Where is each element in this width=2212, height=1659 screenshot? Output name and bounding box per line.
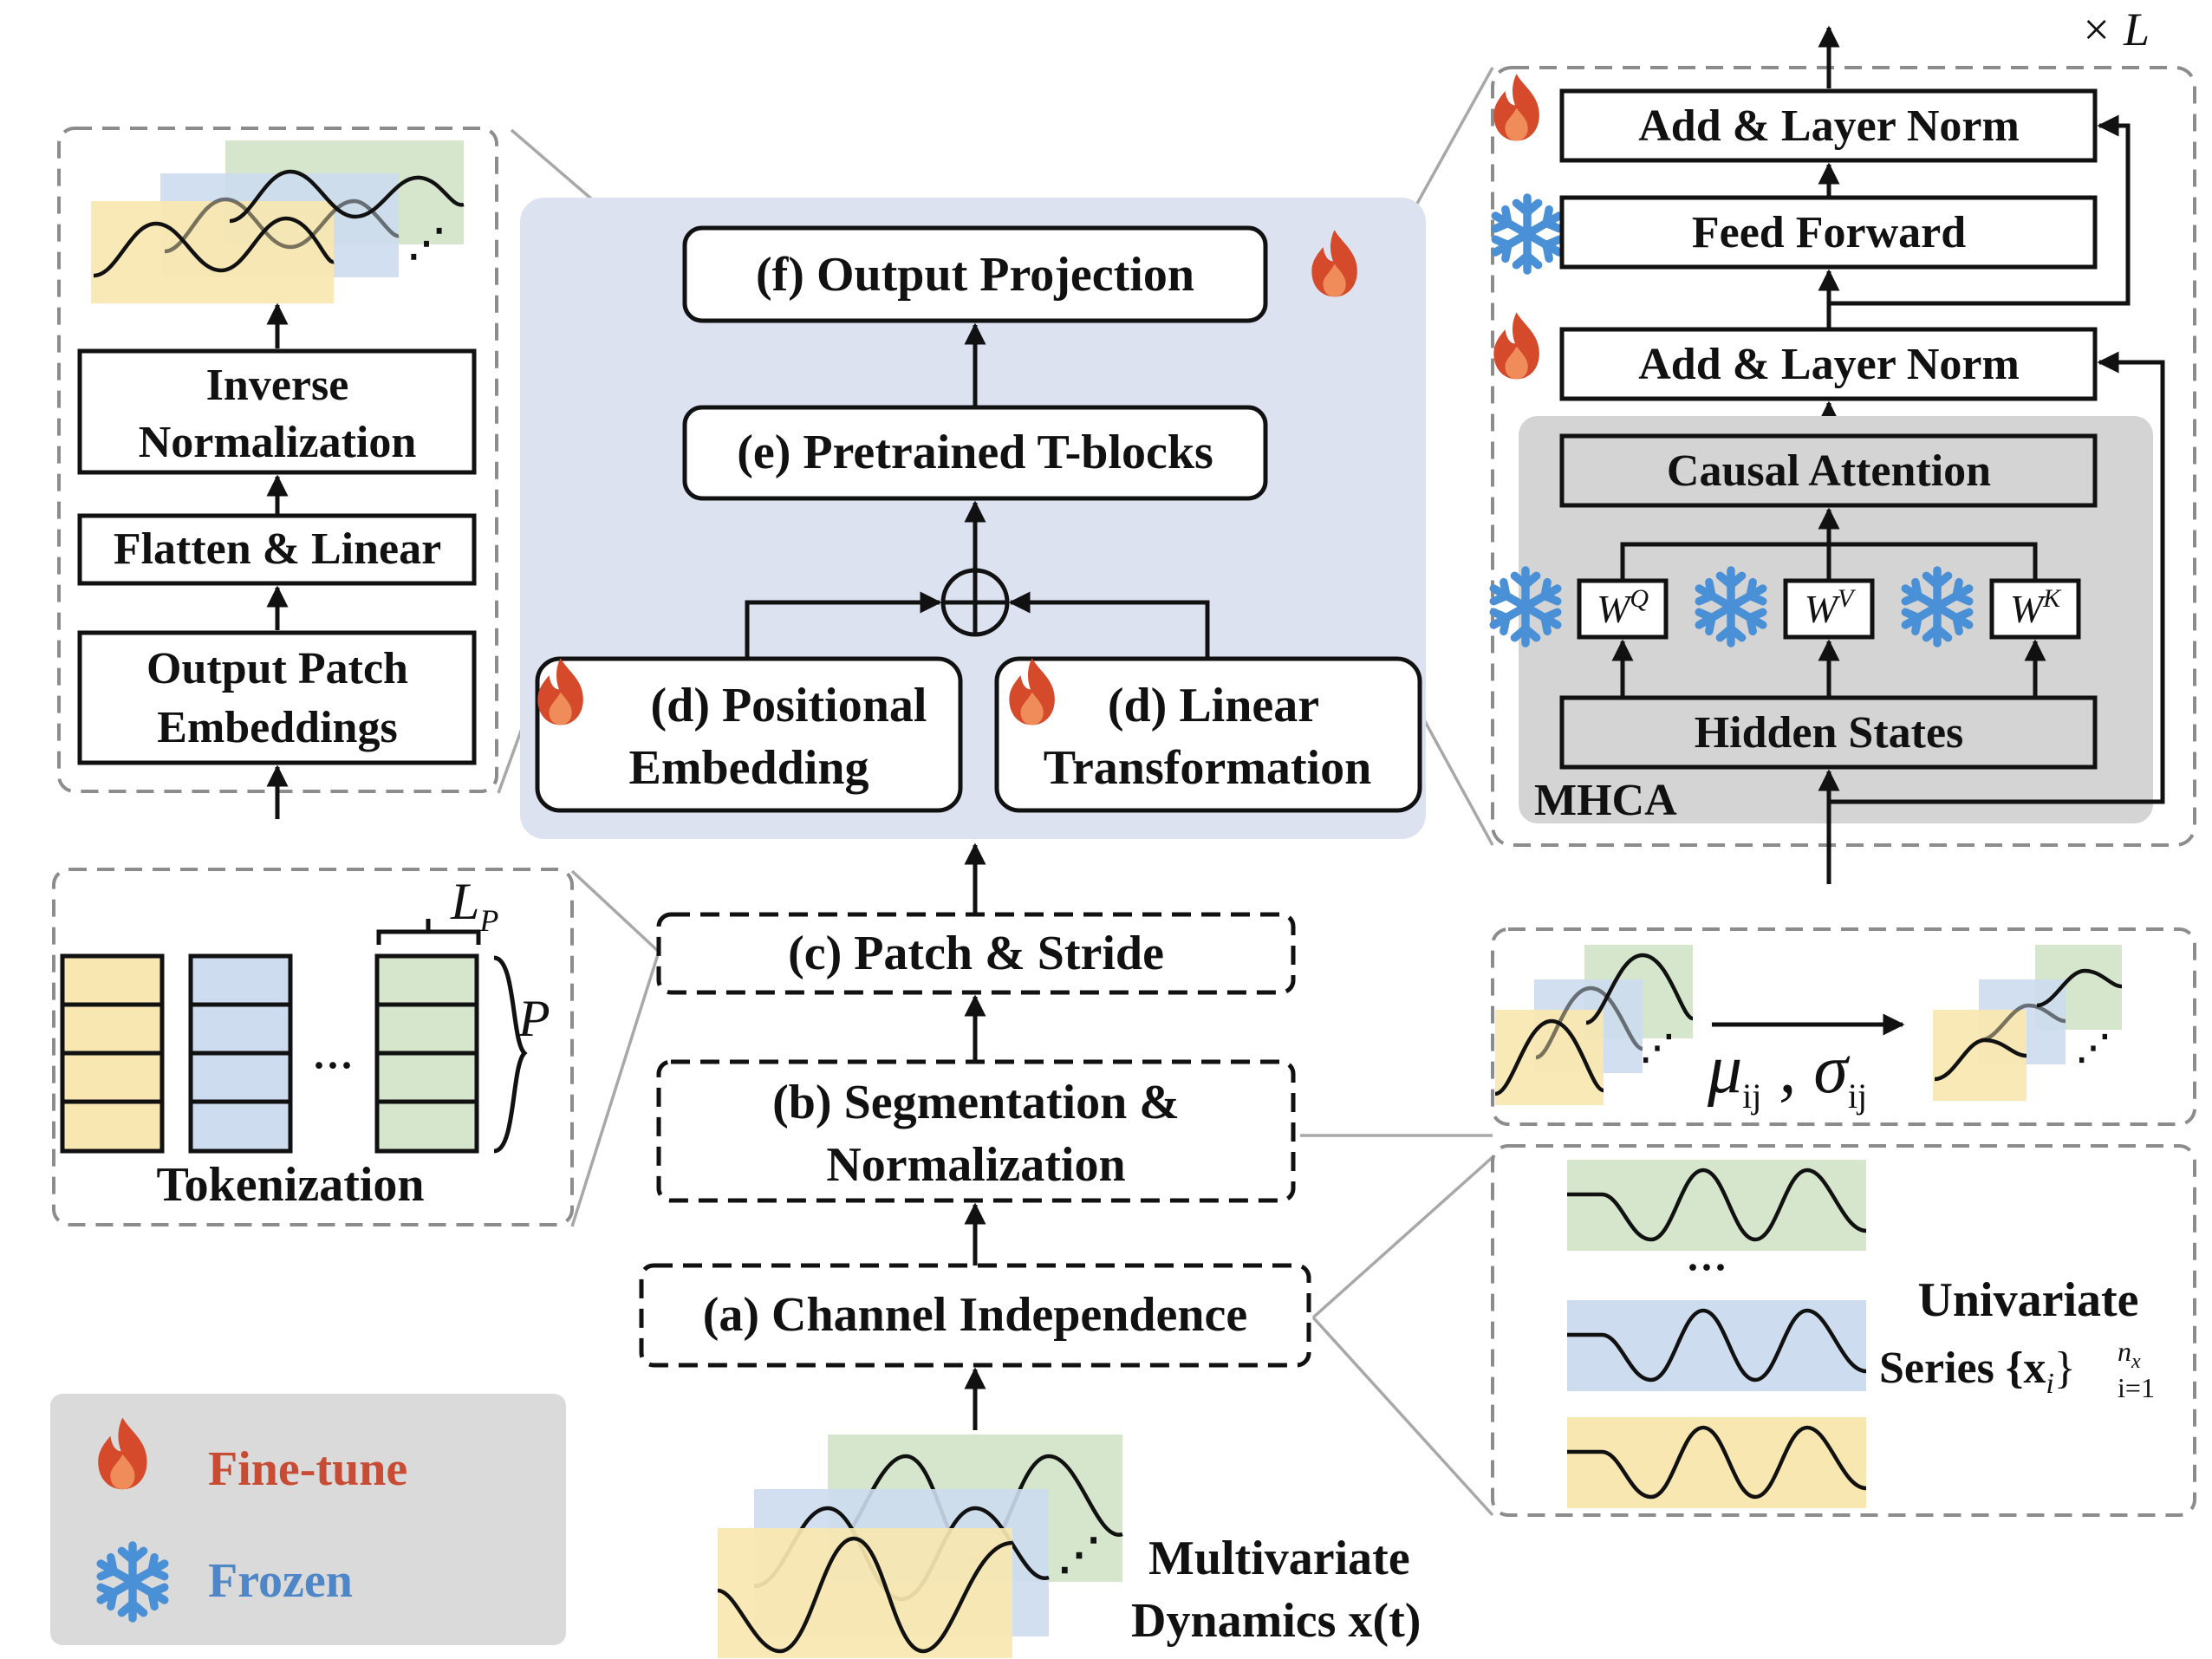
add-norm-bottom-block[interactable]: [1559, 327, 2098, 401]
token-green: [374, 953, 479, 1154]
linear-transformation-block[interactable]: [994, 656, 1422, 813]
output-patch-embeddings-label: Output Patch: [146, 644, 408, 693]
patch-stride-block[interactable]: [656, 912, 1296, 995]
output-projection-block[interactable]: [682, 225, 1268, 323]
wk-label: WK: [2010, 584, 2062, 631]
wq-label: WQ: [1597, 584, 1649, 631]
add-norm-bottom-label: Add & Layer Norm: [1638, 340, 2020, 389]
fire-icon: [1493, 312, 1539, 380]
legend-finetune: Fine-tune: [208, 1442, 407, 1496]
segmentation-label: (b) Segmentation &: [772, 1076, 1180, 1129]
flatten-linear-block[interactable]: [77, 513, 477, 586]
ellipsis-icon: ⋰: [2076, 1028, 2111, 1067]
positional-embedding-label-2: Embedding: [629, 741, 869, 795]
univariate-panel: ··· Univariate Series {xi} nx i=1: [1491, 1144, 2196, 1517]
feed-forward-block[interactable]: [1559, 195, 2098, 270]
flatten-linear-label: Flatten & Linear: [114, 524, 441, 574]
hidden-states-label: Hidden States: [1695, 708, 1964, 758]
fire-icon: [1493, 74, 1539, 141]
patch-stride-label: (c) Patch & Stride: [788, 927, 1164, 980]
channel-independence-label: (a) Channel Independence: [703, 1288, 1248, 1342]
series-lower-index: i=1: [2118, 1372, 2155, 1403]
wv-block[interactable]: [1783, 578, 1875, 640]
token-blue: [188, 953, 293, 1154]
ellipsis-icon: ⋰: [1057, 1530, 1101, 1578]
univariate-label: Univariate: [1917, 1273, 2138, 1327]
positional-embedding-block[interactable]: [535, 656, 963, 813]
causal-attention-label: Causal Attention: [1667, 446, 1991, 496]
feed-forward-label: Feed Forward: [1692, 208, 1966, 257]
multivariate-label: Multivariate: [1148, 1532, 1410, 1585]
token-yellow: [60, 953, 165, 1154]
ellipsis: ···: [312, 1043, 354, 1089]
legend-frozen: Frozen: [208, 1554, 353, 1608]
wv-label: WV: [1805, 584, 1857, 631]
add-norm-top-label: Add & Layer Norm: [1638, 101, 2020, 151]
tblock-panel: × L Add & Layer Norm Feed Forward Add & …: [1493, 3, 2196, 884]
pretrained-blocks[interactable]: [682, 405, 1268, 501]
ellipsis-icon: ⋰: [1640, 1028, 1675, 1067]
ellipsis: ···: [1686, 1245, 1727, 1291]
channel-independence-block[interactable]: [639, 1263, 1311, 1368]
norm-params-label: μij , σij: [1707, 1031, 1867, 1116]
patch-length-symbol: LP: [450, 873, 498, 938]
tokenization-label: Tokenization: [156, 1158, 424, 1212]
repeat-label: × L: [2080, 3, 2150, 55]
wq-block[interactable]: [1577, 578, 1669, 640]
multivariate-series-stack: ⋰: [717, 1435, 1123, 1658]
output-patch-embeddings-block[interactable]: [77, 630, 477, 765]
hidden-states-block[interactable]: [1559, 695, 2098, 770]
snowflake-icon: [1495, 198, 1559, 270]
linear-transformation-label-2: Transformation: [1044, 741, 1372, 795]
pretrained-blocks-label: (e) Pretrained T-blocks: [737, 426, 1213, 479]
normalization-panel: ⋰ μij , σij ⋰: [1491, 927, 2196, 1126]
univariate-series-label: Series {xi}: [1879, 1343, 2076, 1400]
ellipsis-icon: ⋰: [407, 222, 446, 264]
segmentation-block[interactable]: [656, 1059, 1296, 1203]
output-patch-embeddings-label-2: Embeddings: [157, 703, 397, 752]
patch-count-symbol: P: [517, 990, 550, 1047]
inverse-normalization-label-2: Normalization: [139, 418, 417, 467]
mhca-label: MHCA: [1534, 776, 1677, 825]
multivariate-label-2: Dynamics x(t): [1131, 1594, 1421, 1648]
segmentation-label-2: Normalization: [826, 1138, 1125, 1192]
inverse-normalization-label: Inverse: [206, 361, 349, 410]
linear-transformation-label: (d) Linear: [1108, 679, 1319, 732]
input-pipeline: (c) Patch & Stride (b) Segmentation & No…: [639, 843, 1421, 1658]
output-projection-label: (f) Output Projection: [756, 248, 1194, 302]
add-norm-top-block[interactable]: [1559, 88, 2098, 163]
positional-embedding-label: (d) Positional: [651, 679, 927, 732]
center-panel: (f) Output Projection (e) Pretrained T-b…: [520, 198, 1426, 839]
wk-block[interactable]: [1989, 578, 2081, 640]
causal-attention-block[interactable]: [1559, 433, 2098, 508]
output-panel: ⋰ Inverse Normalization Flatten & Linear…: [57, 127, 498, 819]
tokenization-panel: ··· LP P Tokenization: [52, 868, 574, 1226]
series-upper-index: nx: [2118, 1336, 2141, 1373]
legend: Fine-tune Frozen: [50, 1394, 566, 1645]
inverse-normalization-block[interactable]: [77, 348, 477, 475]
